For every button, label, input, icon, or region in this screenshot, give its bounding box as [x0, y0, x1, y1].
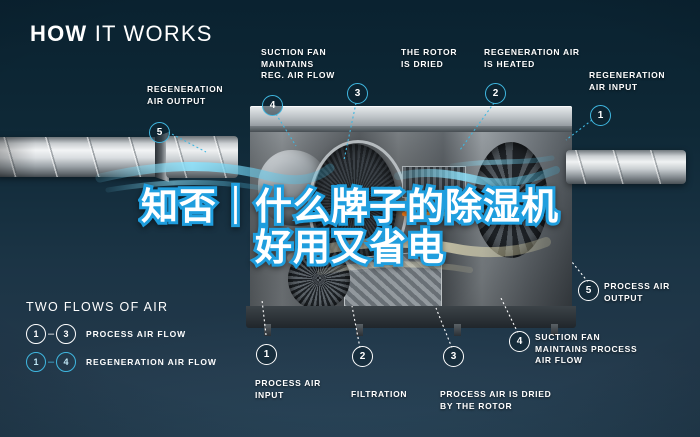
callout-process-air-output: PROCESS AIR OUTPUT [604, 281, 670, 304]
callout-regeneration-air-heated: REGENERATION AIR IS HEATED [484, 47, 580, 70]
callout-line: OUTPUT [604, 292, 644, 303]
marker-5-process-output[interactable]: 5 [578, 280, 599, 301]
callout-line: THE ROTOR [401, 47, 458, 57]
callout-line: REG. AIR FLOW [261, 70, 335, 80]
legend-marker-from: 1 [26, 352, 46, 372]
callout-line: REGENERATION [147, 84, 224, 94]
callout-line: MAINTAINS [261, 58, 314, 69]
headline-line-1: 知否｜什么牌子的除湿机 [138, 183, 561, 230]
callout-line: AIR FLOW [535, 355, 583, 365]
marker-4-regeneration-fan[interactable]: 4 [262, 95, 283, 116]
callout-process-air-dried: PROCESS AIR IS DRIED BY THE ROTOR [440, 389, 551, 412]
overlay-headline: 知否｜什么牌子的除湿机 好用又省电 [0, 183, 700, 271]
callout-rotor-is-dried: THE ROTOR IS DRIED [401, 47, 457, 70]
legend-dash: – [47, 356, 55, 368]
callout-line: PROCESS AIR IS DRIED [440, 389, 552, 399]
title-bold: HOW [30, 21, 88, 46]
callout-line: PROCESS AIR [255, 378, 321, 388]
callout-line: MAINTAINS PROCESS [535, 343, 638, 354]
callout-regeneration-air-input: REGENERATION AIR INPUT [589, 70, 665, 93]
callout-suction-fan-process: SUCTION FAN MAINTAINS PROCESS AIR FLOW [535, 332, 637, 367]
callout-filtration: FILTRATION [351, 389, 407, 401]
marker-2-filtration[interactable]: 2 [352, 346, 373, 367]
legend-marker-to: 3 [56, 324, 76, 344]
marker-4-process-fan[interactable]: 4 [509, 331, 530, 352]
callout-line: IS DRIED [401, 58, 444, 69]
marker-1-process-input[interactable]: 1 [256, 344, 277, 365]
callout-line: BY THE ROTOR [440, 400, 513, 411]
legend-marker-to: 4 [56, 352, 76, 372]
callout-regeneration-air-output: REGENERATION AIR OUTPUT [147, 84, 223, 107]
marker-3-rotor-dried[interactable]: 3 [347, 83, 368, 104]
callout-line: PROCESS AIR [604, 281, 670, 291]
legend-title: TWO FLOWS OF AIR [26, 300, 169, 314]
callout-line: AIR INPUT [589, 81, 638, 92]
marker-2-air-heated[interactable]: 2 [485, 83, 506, 104]
callout-line: AIR OUTPUT [147, 95, 206, 106]
callout-process-air-input: PROCESS AIR INPUT [255, 378, 321, 401]
callout-suction-fan-regeneration: SUCTION FAN MAINTAINS REG. AIR FLOW [261, 47, 335, 82]
callout-line: SUCTION FAN [535, 332, 601, 342]
legend-row-process-air-flow: 1 – 3 PROCESS AIR FLOW [26, 323, 217, 345]
callout-line: SUCTION FAN [261, 47, 327, 57]
page-title: HOW IT WORKS [30, 21, 213, 47]
headline-line-2: 好用又省电 [252, 224, 447, 271]
callout-line: IS HEATED [484, 58, 536, 69]
legend-label-process: PROCESS AIR FLOW [86, 329, 187, 339]
callout-line: INPUT [255, 389, 284, 400]
title-light: IT WORKS [94, 21, 213, 46]
marker-3-process-dried[interactable]: 3 [443, 346, 464, 367]
legend-dash: – [47, 328, 55, 340]
marker-5-regeneration-output[interactable]: 5 [149, 122, 170, 143]
legend-row-regeneration-air-flow: 1 – 4 REGENERATION AIR FLOW [26, 351, 217, 373]
callout-line: REGENERATION [589, 70, 666, 80]
legend: TWO FLOWS OF AIR 1 – 3 PROCESS AIR FLOW … [26, 300, 217, 379]
legend-label-regeneration: REGENERATION AIR FLOW [86, 357, 217, 367]
callout-line: FILTRATION [351, 389, 408, 399]
callout-line: REGENERATION AIR [484, 47, 580, 57]
legend-marker-from: 1 [26, 324, 46, 344]
marker-1-regeneration-input[interactable]: 1 [590, 105, 611, 126]
